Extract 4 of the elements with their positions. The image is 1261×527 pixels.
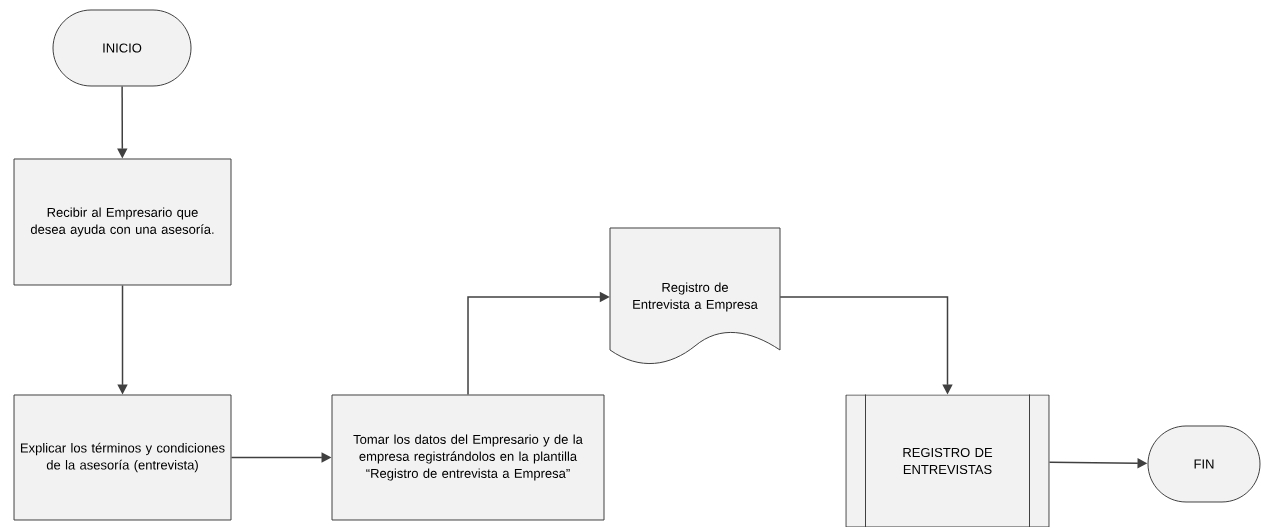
process-box: Explicar los términos y condiciones de la asesoría (entrevista) [13, 394, 232, 521]
predefined-process-box: REGISTRO DE ENTREVISTAS [845, 394, 1050, 527]
process-box: Recibir al Empresario que desea ayuda con una asesoría. [13, 158, 232, 286]
process-box: Tomar los datos del Empresario y de la empresa registrándolos en la plantilla “Registro de entrevista a Empresa” [331, 394, 605, 521]
